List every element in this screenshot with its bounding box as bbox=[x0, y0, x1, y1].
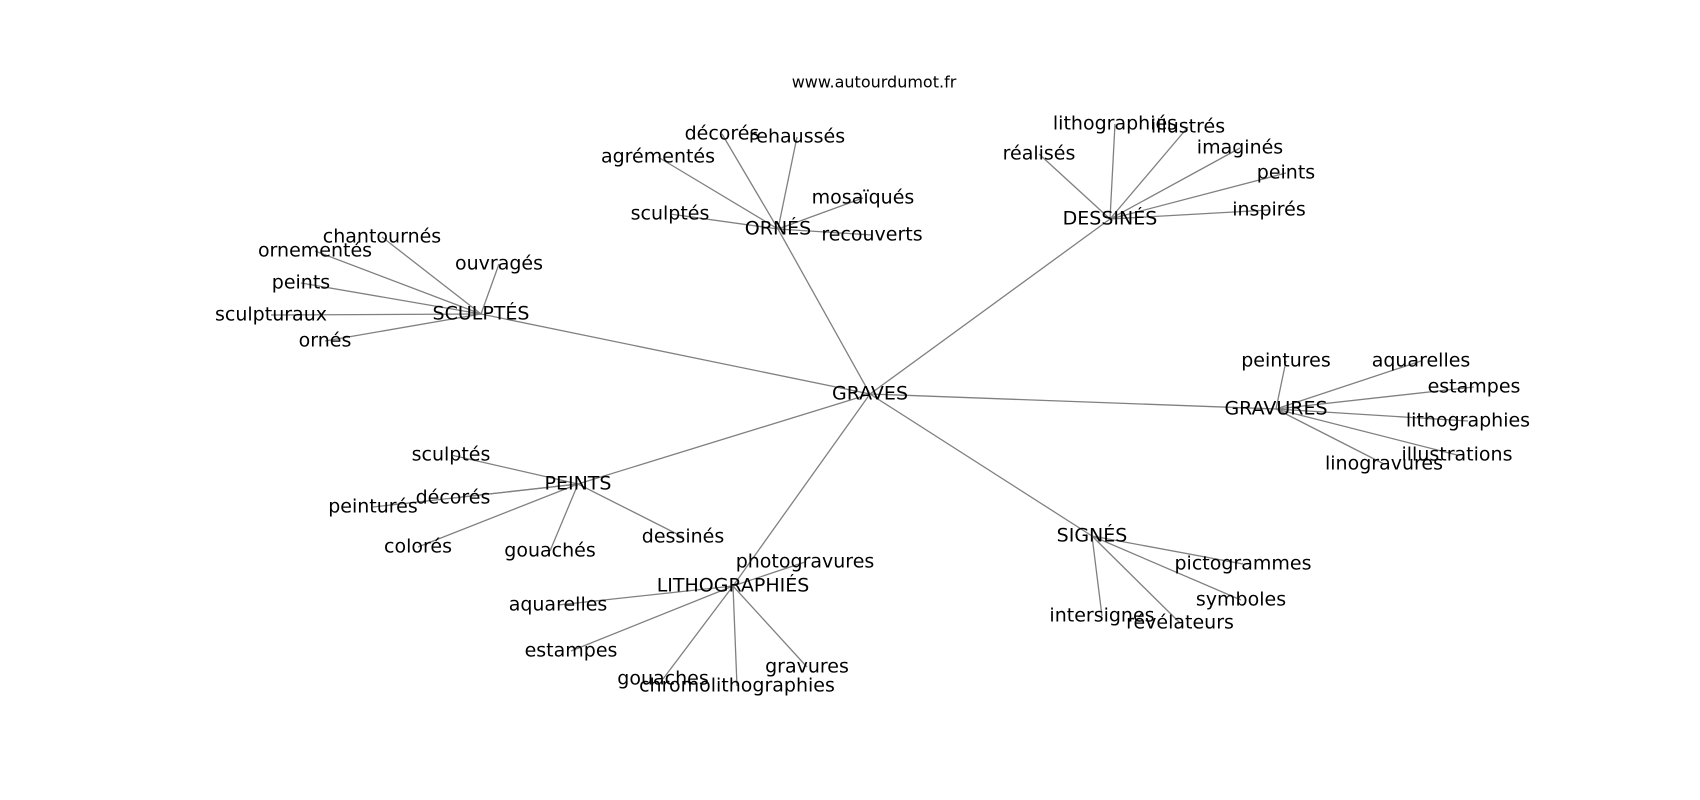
edge-hub-to-leaf bbox=[372, 483, 579, 508]
leaf-node-label: recouverts bbox=[821, 224, 922, 246]
leaf-node-label: linogravures bbox=[1325, 453, 1443, 475]
edge-root-to-hub bbox=[480, 313, 871, 395]
edge-root-to-hub bbox=[869, 218, 1111, 395]
hub-node-label: PEINTS bbox=[545, 473, 612, 495]
edge-hub-to-leaf bbox=[1109, 123, 1116, 220]
hub-node-label: SIGNÉS bbox=[1057, 524, 1128, 547]
leaf-node-label: sculpturaux bbox=[215, 304, 327, 326]
edge-hub-to-leaf bbox=[480, 263, 500, 315]
leaf-node-label: estampes bbox=[1428, 376, 1521, 398]
edge-hub-to-leaf bbox=[732, 585, 738, 687]
graph-labels: agrémentésdécorésrehaussésmosaïquéssculp… bbox=[215, 113, 1530, 697]
edge-hub-to-leaf bbox=[657, 156, 779, 230]
leaf-node-label: inspirés bbox=[1232, 199, 1306, 221]
edge-hub-to-leaf bbox=[732, 585, 808, 668]
leaf-node-label: chantournés bbox=[323, 226, 441, 248]
leaf-node-label: ornés bbox=[299, 330, 352, 352]
hub-node-label: SCULPTÉS bbox=[433, 302, 530, 325]
leaf-node-label: rehaussés bbox=[749, 126, 845, 148]
edge-hub-to-leaf bbox=[300, 282, 482, 315]
edge-hub-to-leaf bbox=[570, 585, 734, 652]
edge-hub-to-leaf bbox=[1275, 408, 1469, 422]
edge-root-to-hub bbox=[869, 393, 1093, 537]
edge-hub-to-leaf bbox=[1091, 535, 1244, 565]
hub-node-label: GRAVURES bbox=[1224, 398, 1327, 420]
leaf-node-label: peinturés bbox=[328, 496, 418, 518]
edge-hub-to-leaf bbox=[1275, 360, 1287, 410]
edge-hub-to-leaf bbox=[314, 250, 482, 315]
edge-root-to-hub bbox=[777, 228, 871, 395]
leaf-node-label: chromolithographies bbox=[639, 675, 835, 697]
leaf-node-label: lithographies bbox=[1406, 410, 1530, 432]
edge-hub-to-leaf bbox=[270, 313, 482, 316]
leaf-node-label: gouaches bbox=[617, 668, 708, 690]
edge-root-to-hub bbox=[577, 393, 871, 485]
edge-hub-to-leaf bbox=[557, 585, 734, 606]
hub-node-label: DESSINÉS bbox=[1063, 207, 1158, 230]
leaf-node-label: mosaïqués bbox=[812, 187, 915, 209]
leaf-node-label: lithographiés bbox=[1053, 113, 1177, 135]
leaf-node-label: peints bbox=[272, 272, 330, 294]
source-watermark: www.autourdumot.fr bbox=[792, 73, 957, 92]
leaf-node-label: décorés bbox=[685, 123, 760, 145]
leaf-node-label: intersignes bbox=[1049, 605, 1154, 627]
edge-hub-to-leaf bbox=[721, 133, 779, 230]
edge-hub-to-leaf bbox=[732, 561, 806, 587]
edge-root-to-hub bbox=[869, 393, 1277, 410]
edge-hub-to-leaf bbox=[381, 236, 482, 315]
leaf-node-label: gravures bbox=[765, 656, 849, 678]
leaf-node-label: illustrés bbox=[1151, 116, 1225, 138]
edge-hub-to-leaf bbox=[549, 483, 579, 552]
edge-hub-to-leaf bbox=[777, 136, 798, 230]
edge-hub-to-leaf bbox=[1109, 172, 1287, 220]
edge-hub-to-leaf bbox=[1091, 535, 1242, 601]
leaf-node-label: peintures bbox=[1241, 350, 1331, 372]
edge-hub-to-leaf bbox=[1091, 535, 1181, 624]
leaf-node-label: dessinés bbox=[642, 526, 724, 548]
edge-hub-to-leaf bbox=[669, 213, 779, 230]
leaf-node-label: peints bbox=[1257, 162, 1315, 184]
leaf-node-label: révélateurs bbox=[1126, 612, 1234, 634]
leaf-node-label: illustrations bbox=[1402, 444, 1513, 466]
leaf-node-label: sculptés bbox=[412, 444, 491, 466]
leaf-node-label: symboles bbox=[1196, 589, 1286, 611]
leaf-node-label: estampes bbox=[525, 640, 618, 662]
leaf-node-label: sculptés bbox=[631, 203, 710, 225]
leaf-node-label: imaginés bbox=[1197, 137, 1283, 159]
leaf-node-label: gouachés bbox=[504, 540, 595, 562]
hub-node-label: LITHOGRAPHIÉS bbox=[657, 574, 810, 597]
leaf-node-label: agrémentés bbox=[601, 146, 715, 168]
edge-hub-to-leaf bbox=[1275, 360, 1422, 410]
leaf-node-label: ouvragés bbox=[455, 253, 543, 275]
edge-hub-to-leaf bbox=[1109, 147, 1241, 220]
edge-hub-to-leaf bbox=[1109, 126, 1189, 220]
leaf-node-label: décorés bbox=[416, 487, 491, 509]
edge-hub-to-leaf bbox=[1091, 535, 1103, 617]
leaf-node-label: réalisés bbox=[1003, 143, 1076, 165]
edge-hub-to-leaf bbox=[662, 585, 734, 680]
leaf-node-label: colorés bbox=[384, 536, 452, 558]
hub-node-label: ORNÉS bbox=[745, 217, 811, 240]
edge-hub-to-leaf bbox=[777, 197, 864, 230]
graph-edges bbox=[270, 123, 1475, 687]
edge-hub-to-leaf bbox=[1275, 386, 1475, 410]
edge-hub-to-leaf bbox=[417, 483, 579, 548]
leaf-node-label: ornementés bbox=[258, 240, 372, 262]
root-node-label: GRAVES bbox=[832, 383, 908, 405]
edge-hub-to-leaf bbox=[1038, 153, 1111, 220]
edge-hub-to-leaf bbox=[1275, 408, 1458, 456]
edge-hub-to-leaf bbox=[1275, 408, 1385, 465]
leaf-node-label: photogravures bbox=[736, 551, 875, 573]
edge-hub-to-leaf bbox=[450, 454, 579, 485]
edge-hub-to-leaf bbox=[577, 483, 684, 538]
leaf-node-label: pictogrammes bbox=[1175, 553, 1312, 575]
leaf-node-label: aquarelles bbox=[1372, 350, 1471, 372]
edge-root-to-hub bbox=[732, 393, 871, 587]
leaf-node-label: aquarelles bbox=[509, 594, 608, 616]
edge-hub-to-leaf bbox=[324, 313, 482, 342]
edge-hub-to-leaf bbox=[1109, 209, 1270, 220]
edge-hub-to-leaf bbox=[777, 228, 873, 236]
